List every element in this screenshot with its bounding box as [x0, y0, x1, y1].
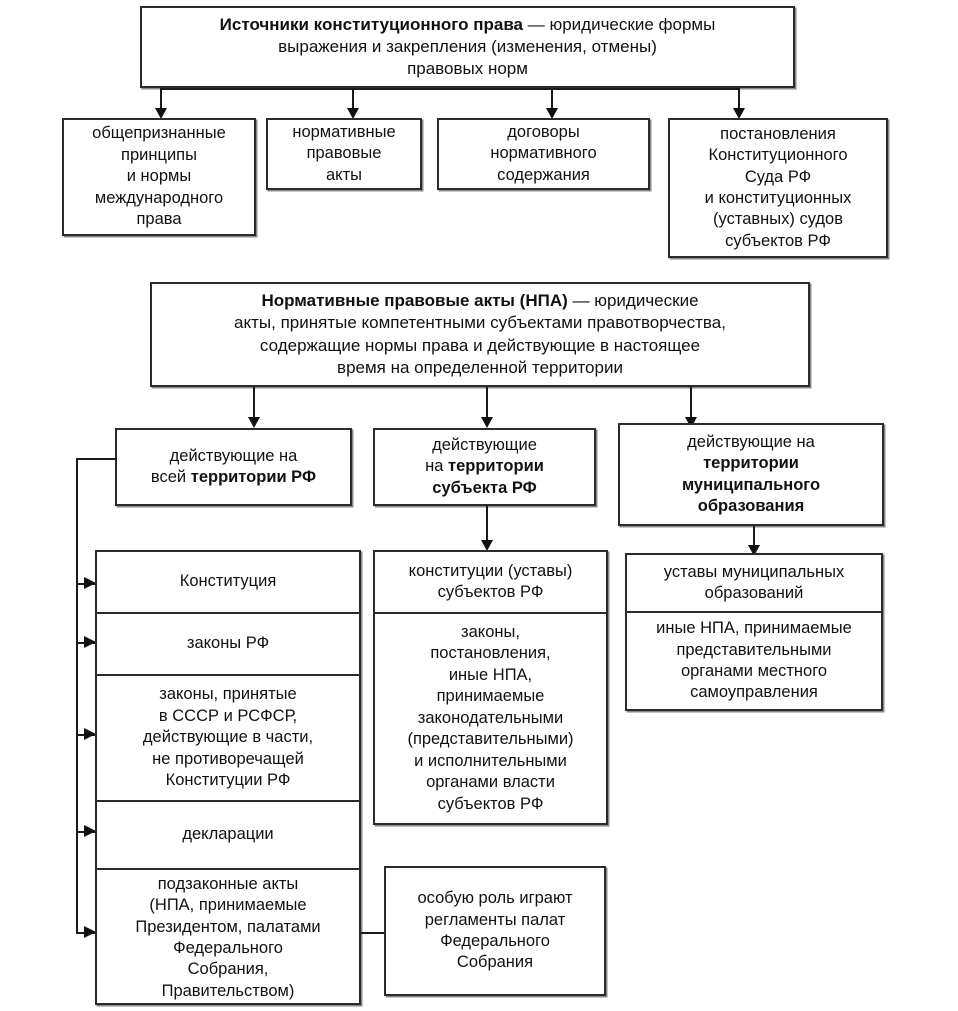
- federal-act-item: декларации: [97, 802, 359, 870]
- municipal-connector-arrow: [748, 545, 760, 556]
- territory-municipal-pre: действующие на: [687, 432, 815, 451]
- federal-bracket-arrow-1: [84, 577, 96, 589]
- municipal-act-item: уставы муниципальных образований: [627, 555, 881, 613]
- subject-act-item: законы, постановления, иные НПА, принима…: [407, 623, 574, 813]
- source-box-label: договоры нормативного содержания: [490, 122, 597, 184]
- root-branch-arrow-1: [155, 108, 167, 119]
- federal-act-item: законы, принятые в СССР и РСФСР, действу…: [97, 676, 359, 802]
- territory-box-federal: действующие на всей территории РФ: [115, 428, 352, 506]
- root-definition-lead: Источники конституционного права: [219, 14, 524, 34]
- federal-acts-stack: Конституция законы РФ законы, принятые в…: [95, 550, 361, 1005]
- subject-connector-stem: [486, 506, 488, 543]
- source-box-international-norms: общепризнанные принципы и нормы междунар…: [62, 118, 256, 236]
- npa-branch-stem-federal: [253, 387, 255, 419]
- npa-definition-rest: — юридические акты, принятые компетентны…: [234, 291, 726, 377]
- territory-box-label: действующие на всей территории РФ: [123, 446, 344, 489]
- source-box-constitutional-court-rulings: постановления Конституционного Суда РФ и…: [668, 118, 888, 258]
- federal-act-item: Конституция: [97, 552, 359, 614]
- npa-definition-lead: Нормативные правовые акты (НПА): [261, 291, 568, 311]
- npa-branch-arrow-federal: [248, 417, 260, 428]
- root-branch-bus: [160, 88, 738, 90]
- source-box-normative-legal-acts: нормативные правовые акты: [266, 118, 422, 190]
- territory-box-label: действующие на территории муниципального…: [626, 432, 876, 518]
- federal-bracket-arrow-4: [84, 825, 96, 837]
- municipal-act-item: иные НПА, принимаемые представительными …: [656, 619, 852, 702]
- root-branch-stem-4: [738, 88, 740, 110]
- territory-municipal-bold: территории муниципального образования: [681, 454, 821, 515]
- territory-box-subject: действующие на территории субъекта РФ: [373, 428, 596, 506]
- root-branch-stem-3: [551, 88, 553, 110]
- root-branch-arrow-3: [546, 108, 558, 119]
- territory-box-municipal: действующие на территории муниципального…: [618, 423, 884, 526]
- root-definition-text: Источники конституционного права — юриди…: [148, 14, 787, 80]
- territory-box-label: действующие на территории субъекта РФ: [381, 435, 588, 499]
- federal-act-item: подзаконные акты (НПА, принимаемые Прези…: [135, 874, 321, 1000]
- root-definition-rest: — юридические формы выражения и закрепле…: [278, 14, 716, 79]
- territory-federal-pre: действующие на всей: [150, 446, 298, 486]
- npa-branch-arrow-municipal: [685, 417, 697, 428]
- federal-bracket-spine: [76, 458, 78, 932]
- root-branch-arrow-4: [733, 108, 745, 119]
- municipal-connector-stem: [753, 526, 755, 548]
- npa-branch-stem-subject: [486, 387, 488, 419]
- source-box-normative-treaties: договоры нормативного содержания: [437, 118, 650, 190]
- root-branch-stem-1: [160, 88, 162, 110]
- source-box-label: постановления Конституционного Суда РФ и…: [704, 124, 852, 250]
- root-definition-box: Источники конституционного права — юриди…: [140, 6, 795, 88]
- federal-act-item: законы РФ: [97, 614, 359, 676]
- subject-act-item: конституции (уставы) субъектов РФ: [375, 552, 606, 614]
- special-note-label: особую роль играют регламенты палат Феде…: [417, 889, 573, 972]
- source-box-label: общепризнанные принципы и нормы междунар…: [92, 124, 226, 229]
- territory-subject-pre: действующие на: [425, 435, 537, 476]
- special-note-box: особую роль играют регламенты палат Феде…: [384, 866, 606, 996]
- npa-branch-stem-municipal: [690, 387, 692, 419]
- subject-acts-stack: конституции (уставы) субъектов РФ законы…: [373, 550, 608, 825]
- territory-federal-bold: территории РФ: [190, 468, 317, 486]
- root-branch-arrow-2: [347, 108, 359, 119]
- npa-definition-box: Нормативные правовые акты (НПА) — юридич…: [150, 282, 810, 387]
- special-note-connector: [361, 932, 384, 934]
- subject-connector-arrow: [481, 540, 493, 551]
- npa-definition-text: Нормативные правовые акты (НПА) — юридич…: [158, 290, 802, 378]
- root-branch-stem-2: [352, 88, 354, 110]
- federal-bracket-arrow-2: [84, 636, 96, 648]
- federal-bracket-top: [76, 458, 117, 460]
- source-box-label: нормативные правовые акты: [292, 122, 396, 184]
- npa-branch-arrow-subject: [481, 417, 493, 428]
- federal-bracket-arrow-3: [84, 728, 96, 740]
- federal-bracket-arrow-5: [84, 926, 96, 938]
- territory-subject-bold: территории субъекта РФ: [432, 457, 544, 497]
- municipal-acts-stack: уставы муниципальных образований иные НП…: [625, 553, 883, 711]
